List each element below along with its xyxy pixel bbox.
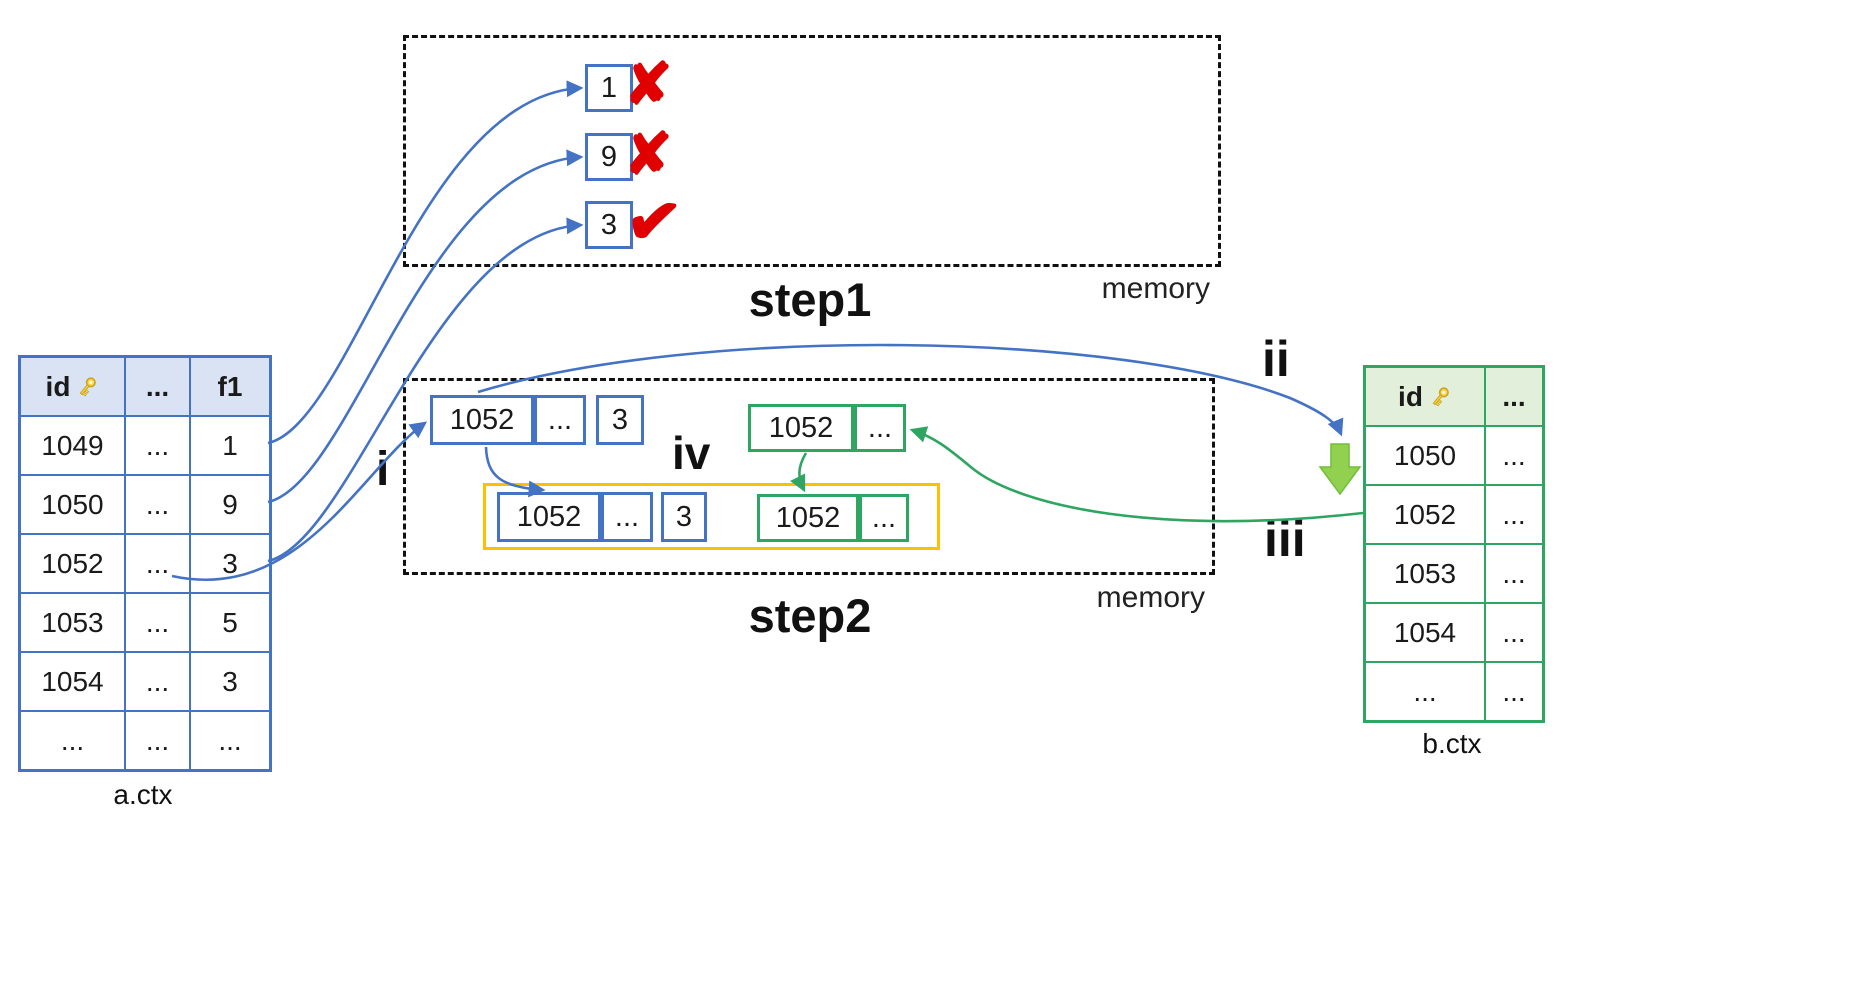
table-b-cell: ... [1365,662,1485,721]
key-icon [80,376,97,396]
table-a-cell: 3 [190,652,270,711]
table-a-header-id-label: id [45,370,71,402]
key-icon [1432,386,1449,406]
table-a-header-dots: ... [125,357,190,416]
table-a-cell: 1 [190,416,270,475]
merged-green-id: 1052 [757,494,859,542]
step1-memory-label: memory [1101,272,1210,305]
table-b-cell: 1050 [1365,426,1485,485]
table-a-cell: ... [125,475,190,534]
table-a-cell: 1052 [20,534,125,593]
table-b-cell: ... [1485,485,1543,544]
table-a-header-id: id [20,357,125,416]
step1-cell-9: 9 [585,133,633,181]
table-b-cell: ... [1485,426,1543,485]
step2-green-record-id: 1052 [748,404,854,452]
table-b-caption: b.ctx [1422,728,1482,759]
merged-blue-dots: ... [601,492,653,542]
block-down-arrow-icon [1318,443,1362,496]
table-a-cell: ... [125,652,190,711]
step2-title: step2 [748,589,872,642]
table-b-ctx: id ... 1050 ... 1052 ... 1053 ... 1054 .… [1363,365,1545,723]
table-a-cell: ... [125,534,190,593]
step1-cell-3: 3 [585,201,633,249]
step1-memory-box [403,35,1221,267]
table-a-caption: a.ctx [113,779,173,810]
table-b-header-dots: ... [1485,367,1543,426]
table-a-cell: 3 [190,534,270,593]
step2-blue-record-id: 1052 [430,395,534,445]
cross-icon: ✘ [624,52,673,117]
table-a-cell: 1049 [20,416,125,475]
label-ii: ii [1262,331,1290,387]
step2-memory-label: memory [1096,581,1205,614]
table-a-header-f1: f1 [190,357,270,416]
merged-blue-id: 1052 [497,492,601,542]
table-a-cell: 1050 [20,475,125,534]
table-b-cell: ... [1485,662,1543,721]
table-b-cell: ... [1485,603,1543,662]
table-b-header-id: id [1365,367,1485,426]
table-a-cell: 1054 [20,652,125,711]
table-a-cell: ... [190,711,270,770]
label-iii: iii [1264,511,1306,567]
table-b-cell: 1054 [1365,603,1485,662]
table-b-header-id-label: id [1398,380,1423,412]
table-a-ctx: id ... f1 1049 ... 1 1050 ... 9 1052 ...… [18,355,272,772]
table-b-cell: 1052 [1365,485,1485,544]
table-a-cell: ... [20,711,125,770]
label-i: i [376,443,390,496]
table-a-cell: 9 [190,475,270,534]
cross-icon: ✘ [624,122,673,187]
table-a-cell: ... [125,711,190,770]
label-iv: iv [672,427,711,479]
table-a-cell: 1053 [20,593,125,652]
check-icon: ✔ [622,181,686,261]
step2-green-record-dots: ... [854,404,906,452]
table-a-cell: ... [125,593,190,652]
step1-cell-1: 1 [585,64,633,112]
table-b-cell: 1053 [1365,544,1485,603]
table-a-cell: 5 [190,593,270,652]
step1-title: step1 [748,273,872,326]
step2-blue-record-f1: 3 [596,395,644,445]
table-a-cell: ... [125,416,190,475]
merged-blue-f1: 3 [661,492,707,542]
table-b-cell: ... [1485,544,1543,603]
merged-green-dots: ... [859,494,909,542]
step2-blue-record-dots: ... [534,395,586,445]
